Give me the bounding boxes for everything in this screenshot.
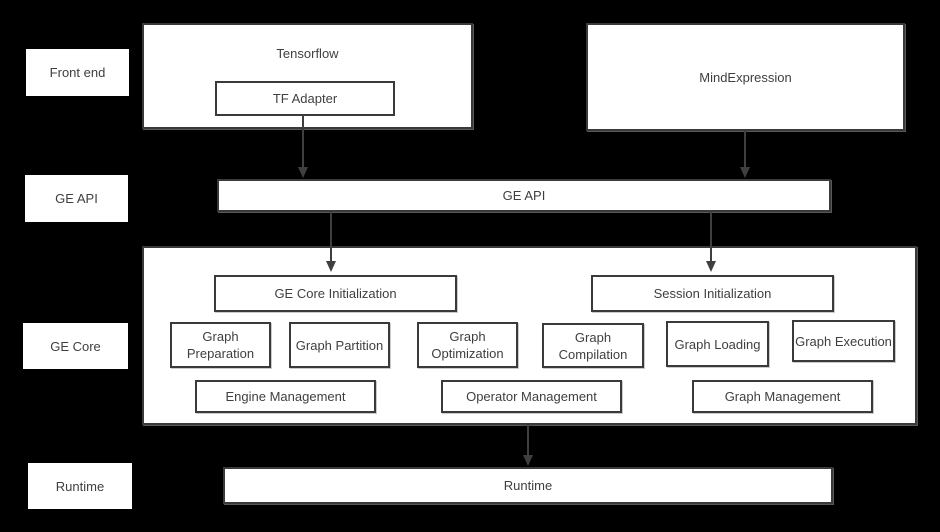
ge-api-bar: GE API: [217, 179, 831, 212]
lane-label-ge-core: GE Core: [23, 323, 128, 369]
session-initialization-node: Session Initialization: [591, 275, 834, 312]
runtime-bar: Runtime: [223, 467, 833, 504]
engine-management-node: Engine Management: [195, 380, 376, 413]
arrow-ge-api-to-session-initialization: [706, 212, 716, 272]
graph-compilation-node: Graph Compilation: [542, 323, 644, 368]
ge-core-initialization-node: GE Core Initialization: [214, 275, 457, 312]
graph-optimization-node: Graph Optimization: [417, 322, 518, 368]
arrow-mindexpression-to-ge-api: [740, 131, 750, 178]
graph-partition-node: Graph Partition: [289, 322, 390, 368]
arrow-ge-api-to-ge-core-initialization: [326, 212, 336, 272]
lane-label-front-end: Front end: [26, 49, 129, 96]
graph-management-node: Graph Management: [692, 380, 873, 413]
arrow-ge-core-to-runtime: [523, 425, 533, 466]
tensorflow-container: Tensorflow TF Adapter: [142, 23, 473, 129]
lane-label-ge-api: GE API: [25, 175, 128, 222]
operator-management-node: Operator Management: [441, 380, 622, 413]
graph-execution-node: Graph Execution: [792, 320, 895, 362]
graph-preparation-node: Graph Preparation: [170, 322, 271, 368]
tf-adapter-node: TF Adapter: [215, 81, 395, 116]
mindexpression-node: MindExpression: [586, 23, 905, 131]
ge-core-container: GE Core Initialization Session Initializ…: [142, 246, 917, 425]
tensorflow-title: Tensorflow: [276, 45, 339, 61]
graph-loading-node: Graph Loading: [666, 321, 769, 367]
arrow-tf-adapter-to-ge-api: [298, 114, 308, 178]
lane-label-runtime: Runtime: [28, 463, 132, 509]
